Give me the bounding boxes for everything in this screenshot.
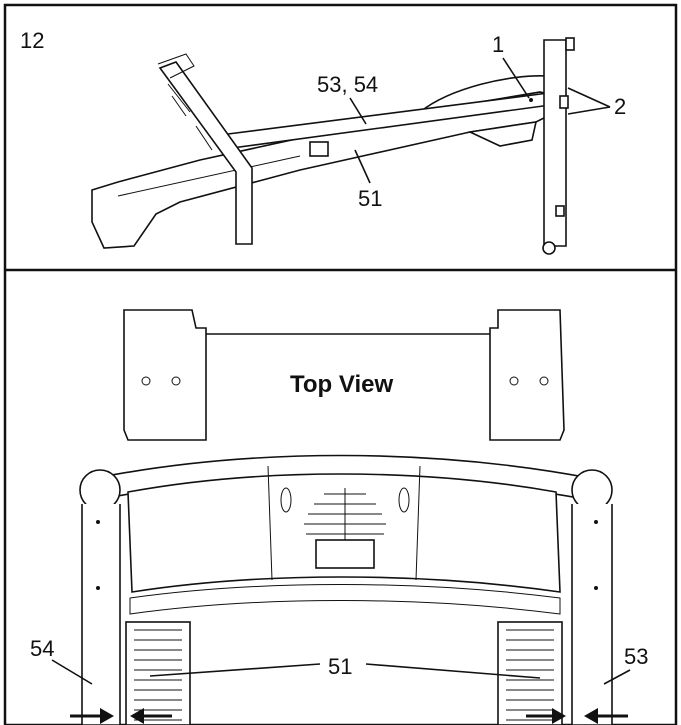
base-frame-edge: [117, 155, 301, 197]
left-bar-bolt-1: [96, 520, 100, 524]
post-cap: [565, 37, 575, 51]
center-bracket: [309, 141, 329, 157]
console-lower-lip: [129, 584, 561, 615]
console-center-box: [315, 539, 375, 569]
leader-part-1: [502, 57, 530, 99]
left-bar-bolt-2: [96, 586, 100, 590]
label-part-1: 1: [492, 32, 504, 57]
console-body: [127, 473, 561, 593]
leader-part-51-left: [149, 663, 321, 677]
post-bracket-lower: [555, 205, 565, 217]
left-upright-head: [123, 309, 207, 441]
console-slot-right: [398, 487, 410, 513]
console-divider-right: [415, 465, 421, 581]
left-upright-bar: [81, 504, 121, 725]
label-part-2: 2: [614, 94, 626, 119]
rear-handle-stand: [158, 61, 253, 245]
right-upright-bar: [571, 504, 613, 725]
right-hole-2: [539, 376, 549, 386]
post-bracket-upper: [559, 95, 569, 109]
left-rail-ridges: [134, 629, 182, 721]
leader-part-51-right: [365, 663, 541, 679]
base-frame: [91, 91, 557, 249]
top-view-title: Top View: [290, 371, 393, 398]
left-hole-1: [141, 376, 151, 386]
left-hole-2: [171, 376, 181, 386]
treadmill-side-view: [91, 37, 575, 255]
rear-handle-details: [167, 83, 213, 151]
label-part-51: 51: [328, 654, 352, 679]
right-rail-ridges: [506, 629, 554, 721]
label-part-54: 54: [30, 636, 54, 661]
leader-part-2b: [567, 106, 611, 115]
console-divider-left: [267, 465, 273, 581]
right-base-rail: [497, 621, 563, 725]
leader-part-53: [603, 669, 631, 685]
console-vent-grille: [304, 488, 386, 540]
post-wheel: [542, 241, 556, 255]
treadmill-top-view: [79, 309, 613, 725]
label-part-53: 53: [624, 644, 648, 669]
arrow-left-inner: [130, 708, 172, 724]
label-parts-53-54: 53, 54: [317, 72, 378, 97]
right-upright-head: [489, 309, 565, 441]
console-slot-left: [280, 487, 292, 513]
front-housing: [467, 121, 538, 147]
arrow-right-outer: [584, 708, 628, 724]
right-hole-1: [509, 376, 519, 386]
leader-part-2a: [567, 87, 611, 108]
figure-border: [3, 3, 678, 725]
bolt-1: [529, 98, 533, 102]
leader-part-51: [354, 149, 371, 184]
front-upright-post: [543, 39, 567, 247]
rear-handle-top: [157, 53, 195, 79]
right-bar-bolt-2: [594, 586, 598, 590]
leader-parts-53-54: [349, 97, 367, 125]
arrow-right-inner: [526, 708, 566, 724]
label-part-51: 51: [358, 186, 382, 211]
right-bar-bolt-1: [594, 520, 598, 524]
step-number: 12: [20, 28, 44, 53]
leader-part-54: [51, 659, 93, 685]
arrow-left-outer: [70, 708, 114, 724]
